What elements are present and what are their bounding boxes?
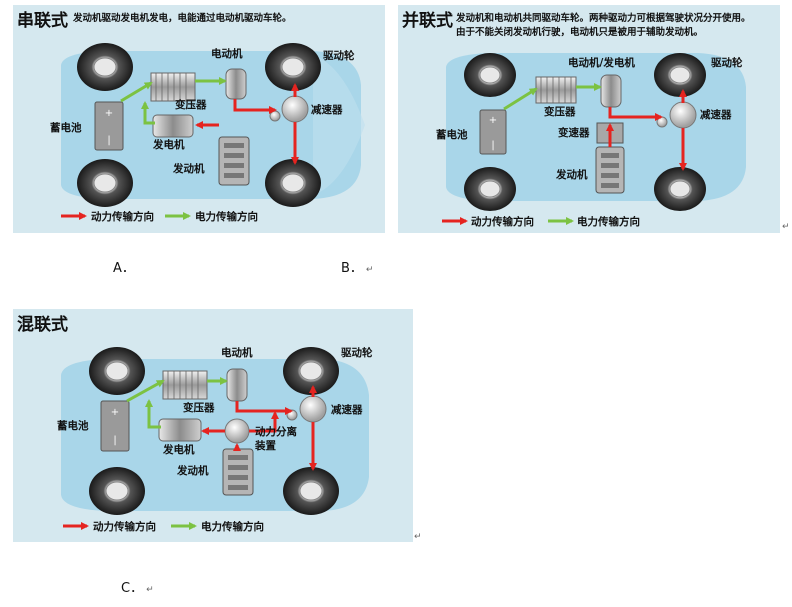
- wheel-rear-left: [464, 167, 516, 211]
- label-battery: 蓄电池: [50, 122, 82, 134]
- series-parallel-hybrid-panel: + | 混联式 电动机 驱动轮 变压器 减速器 蓄电池 动力分离 装置 发电机 …: [13, 309, 413, 542]
- wheel-front-right: [265, 43, 321, 91]
- car-body: [61, 359, 369, 511]
- battery-block: [100, 400, 130, 452]
- wheel-rear-left: [77, 159, 133, 207]
- label-motor: 电动机: [221, 347, 253, 359]
- label-reducer: 减速器: [700, 109, 732, 121]
- return-mark: ↵: [414, 532, 422, 542]
- legend-electric-label: 电力传输方向: [195, 211, 258, 223]
- wheel-front-left: [89, 347, 145, 395]
- series-diagram: + |: [61, 43, 365, 220]
- series-hybrid-panel: + | 串联式 发动机驱动发电机发电，电能通过电动机驱动车轮。 电动机 驱动轮 …: [13, 5, 385, 233]
- return-mark: ↵: [365, 265, 374, 275]
- panel-title: 串联式: [17, 11, 68, 31]
- battery-block: [94, 101, 124, 151]
- label-engine: 发动机: [177, 465, 209, 477]
- label-drive-wheel: 驱动轮: [341, 347, 373, 359]
- label-motor-generator: 电动机/发电机: [568, 57, 635, 69]
- option-c-text: C．: [121, 581, 144, 596]
- panel-description-line-1: 发动机和电动机共同驱动车轮。两种驱动力可根据驾驶状况分开使用。: [456, 13, 751, 24]
- inverter-block: [162, 370, 208, 400]
- inverter-block: [150, 72, 196, 102]
- label-engine: 发动机: [173, 163, 205, 175]
- label-battery: 蓄电池: [436, 129, 468, 141]
- legend-power-label: 动力传输方向: [93, 521, 156, 533]
- parallel-hybrid-panel: + | 并联式 发动机和电动机共同驱动车轮。两种驱动力可根据驾驶状况分开使用。 …: [398, 5, 780, 233]
- electric-arrow-generator-inverter: [141, 101, 155, 125]
- label-generator: 发电机: [153, 139, 185, 151]
- label-motor: 电动机: [211, 48, 243, 60]
- generator-block: [158, 418, 202, 442]
- wheel-rear-left: [89, 467, 145, 515]
- reducer-gear: [299, 395, 327, 423]
- panel-description-line-2: 由于不能关闭发动机行驶，电动机只是被用于辅助发动机。: [456, 27, 704, 38]
- series-parallel-diagram: + |: [61, 347, 369, 530]
- wheel-rear-right: [265, 159, 321, 207]
- svg-text:|: |: [113, 435, 116, 446]
- option-b-label: B．↵: [341, 257, 373, 276]
- wheel-front-left: [77, 43, 133, 91]
- legend-electric-label: 电力传输方向: [577, 216, 640, 228]
- svg-text:|: |: [491, 140, 494, 151]
- label-power-split-line-2: 装置: [255, 440, 276, 452]
- label-generator: 发电机: [163, 444, 195, 456]
- panel-title: 混联式: [17, 315, 68, 335]
- wheel-front-right: [654, 53, 706, 97]
- label-inverter: 变压器: [183, 402, 215, 414]
- panel-description: 发动机驱动发电机发电，电能通过电动机驱动车轮。: [73, 13, 292, 24]
- svg-text:|: |: [107, 135, 110, 146]
- motor-block: [226, 368, 248, 402]
- electric-arrow-battery-inverter: [503, 87, 538, 111]
- legend-power-label: 动力传输方向: [91, 211, 154, 223]
- wheel-front-left: [464, 53, 516, 97]
- label-transmission: 变速器: [558, 127, 590, 139]
- power-split-device: [224, 418, 250, 444]
- legend-power-label: 动力传输方向: [471, 216, 534, 228]
- option-a-label: A．: [113, 261, 135, 276]
- power-arrow-split-reducer: [249, 411, 279, 433]
- option-c-label: C．↵: [121, 577, 154, 596]
- wheel-rear-right: [283, 467, 339, 515]
- electric-arrow-battery-inverter: [126, 379, 165, 403]
- power-arrow-motor-reducer: [233, 99, 277, 114]
- label-engine: 发动机: [556, 169, 588, 181]
- option-b-text: B．: [341, 261, 363, 276]
- electric-arrow-generator-inverter: [145, 399, 161, 429]
- label-inverter: 变压器: [175, 99, 207, 111]
- motor-block: [225, 68, 247, 100]
- wheel-rear-right: [654, 167, 706, 211]
- power-arrow-motor-reducer: [608, 107, 663, 121]
- label-power-split-line-1: 动力分离: [255, 426, 297, 438]
- reducer-gear: [281, 95, 309, 123]
- panel-title: 并联式: [402, 11, 453, 31]
- reducer-gear: [669, 101, 697, 129]
- label-drive-wheel: 驱动轮: [711, 57, 743, 69]
- electric-arrow-battery-inverter: [120, 81, 153, 103]
- wheel-front-right: [283, 347, 339, 395]
- return-mark: ↵: [782, 222, 790, 232]
- car-front: [313, 55, 365, 195]
- svg-text:+: +: [111, 407, 119, 418]
- label-reducer: 减速器: [311, 104, 343, 116]
- label-inverter: 变压器: [544, 106, 576, 118]
- label-drive-wheel: 驱动轮: [323, 50, 355, 62]
- svg-text:+: +: [105, 108, 113, 119]
- parallel-diagram: + |: [442, 53, 746, 225]
- inverter-block: [535, 76, 577, 104]
- label-battery: 蓄电池: [57, 420, 89, 432]
- battery-block: [479, 109, 507, 155]
- label-reducer: 减速器: [331, 404, 363, 416]
- generator-block: [152, 114, 194, 138]
- return-mark: ↵: [146, 585, 154, 595]
- legend-electric-label: 电力传输方向: [201, 521, 264, 533]
- motor-generator-block: [600, 74, 622, 108]
- svg-text:+: +: [489, 115, 497, 126]
